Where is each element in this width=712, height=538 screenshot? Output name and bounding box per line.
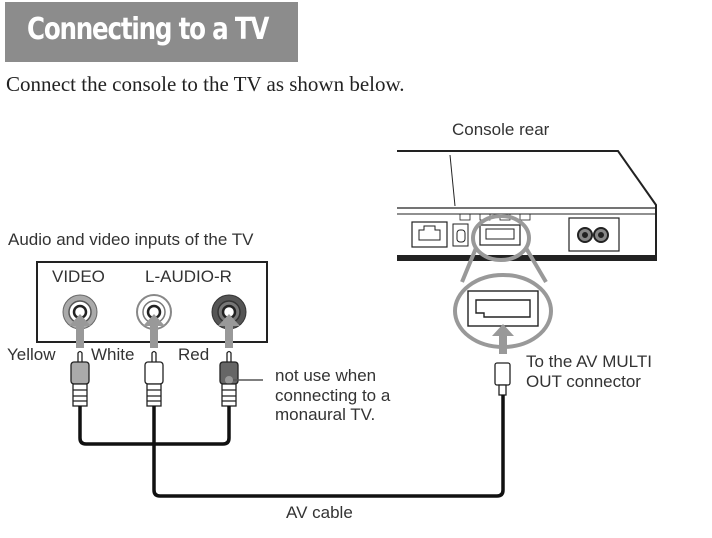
rca-plugs	[70, 350, 239, 407]
intro-text: Connect the console to the TV as shown b…	[6, 72, 405, 96]
audio-right-jack-icon	[211, 294, 247, 330]
tv-inputs-label: Audio and video inputs of the TV	[8, 230, 254, 249]
note-line: not use when	[275, 366, 377, 385]
av-multi-plug-icon	[494, 362, 511, 396]
white-plug-icon	[144, 350, 164, 407]
plug-arrows	[69, 314, 240, 348]
audio-left-jack-icon	[136, 294, 172, 330]
note-line: monaural TV.	[275, 405, 376, 425]
white-label: White	[91, 345, 135, 364]
red-plug-icon	[219, 350, 239, 407]
section-title: Connecting to a TV	[27, 12, 269, 47]
video-jack-icon	[62, 294, 98, 330]
av-multi-out-label: To the AV MULTI OUT connector	[526, 352, 652, 391]
av-cable-label: AV cable	[286, 503, 353, 522]
monaural-note: not use when connecting to a monaural TV…	[275, 366, 390, 425]
console-rear-illustration	[397, 150, 657, 261]
connector-line: To the AV MULTI	[526, 352, 652, 371]
arrow-up-icon	[492, 324, 514, 354]
section-title-bar: Connecting to a TV	[5, 2, 298, 62]
yellow-label: Yellow	[7, 345, 56, 364]
connector-line: OUT connector	[526, 371, 641, 391]
video-label: VIDEO	[52, 267, 105, 286]
note-line: connecting to a	[275, 385, 391, 405]
yellow-plug-icon	[70, 350, 90, 407]
audio-label: L-AUDIO-R	[145, 267, 232, 286]
av-cable	[78, 395, 505, 498]
console-rear-label: Console rear	[452, 120, 550, 139]
red-label: Red	[178, 345, 210, 364]
